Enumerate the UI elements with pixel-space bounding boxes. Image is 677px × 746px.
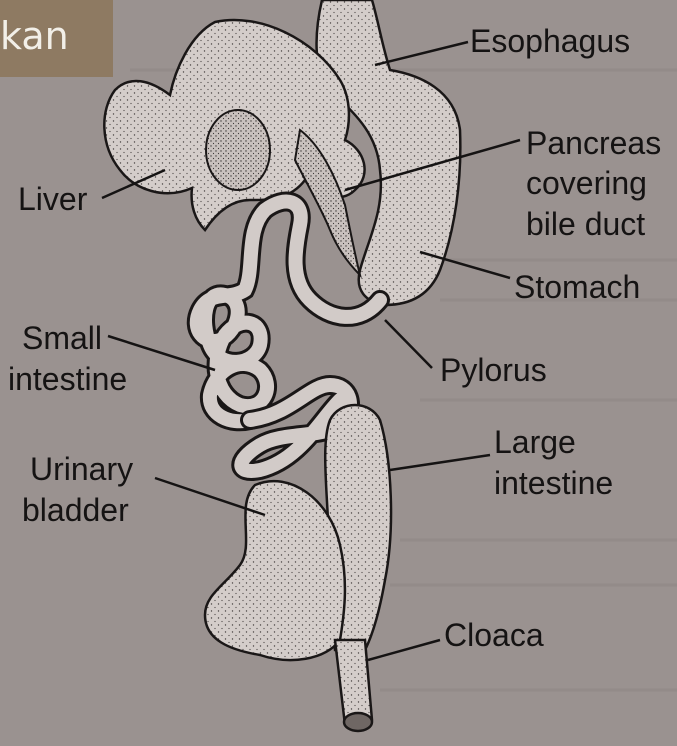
corner-tag: kan: [0, 0, 113, 77]
label-pancreas-line3: bile duct: [526, 207, 645, 241]
label-urinary-line1: Urinary: [30, 452, 133, 486]
label-large-line2: intestine: [494, 466, 613, 500]
label-esophagus: Esophagus: [470, 24, 630, 58]
urinary-bladder-shape: [205, 481, 345, 660]
label-urinary-line2: bladder: [22, 493, 129, 527]
label-cloaca: Cloaca: [444, 618, 544, 652]
label-small-line1: Small: [22, 321, 102, 355]
label-large-line1: Large: [494, 425, 576, 459]
label-liver: Liver: [18, 182, 87, 216]
label-pancreas-line1: Pancreas: [526, 126, 661, 160]
corner-tag-text: kan: [0, 14, 69, 58]
label-small-line2: intestine: [8, 362, 127, 396]
label-stomach: Stomach: [514, 270, 640, 304]
label-pylorus: Pylorus: [440, 353, 547, 387]
label-pancreas-line2: covering: [526, 166, 647, 200]
cloaca-opening: [344, 713, 372, 731]
gall-bladder-shape: [206, 110, 270, 190]
